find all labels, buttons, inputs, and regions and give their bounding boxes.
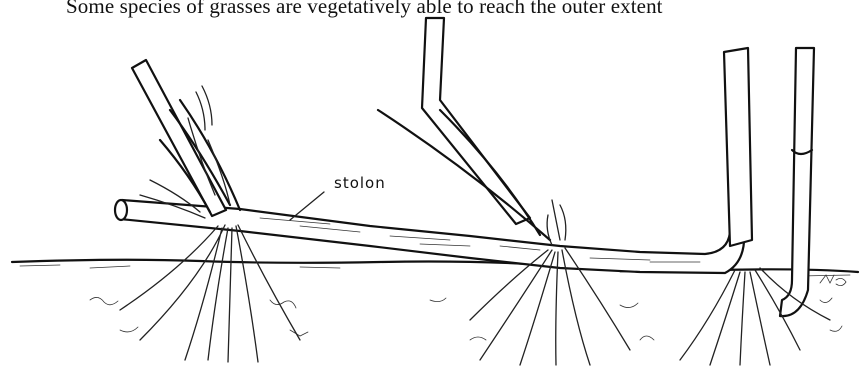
left-node-roots bbox=[120, 225, 300, 362]
stolon-leader-line bbox=[290, 192, 324, 220]
middle-node-shoots bbox=[378, 18, 566, 245]
right-node-culms bbox=[724, 48, 814, 316]
stolon-label: stolon bbox=[334, 174, 386, 192]
left-node-shoots bbox=[132, 60, 240, 218]
stolon-callout: stolon bbox=[290, 174, 386, 220]
signature-mark bbox=[820, 275, 846, 286]
